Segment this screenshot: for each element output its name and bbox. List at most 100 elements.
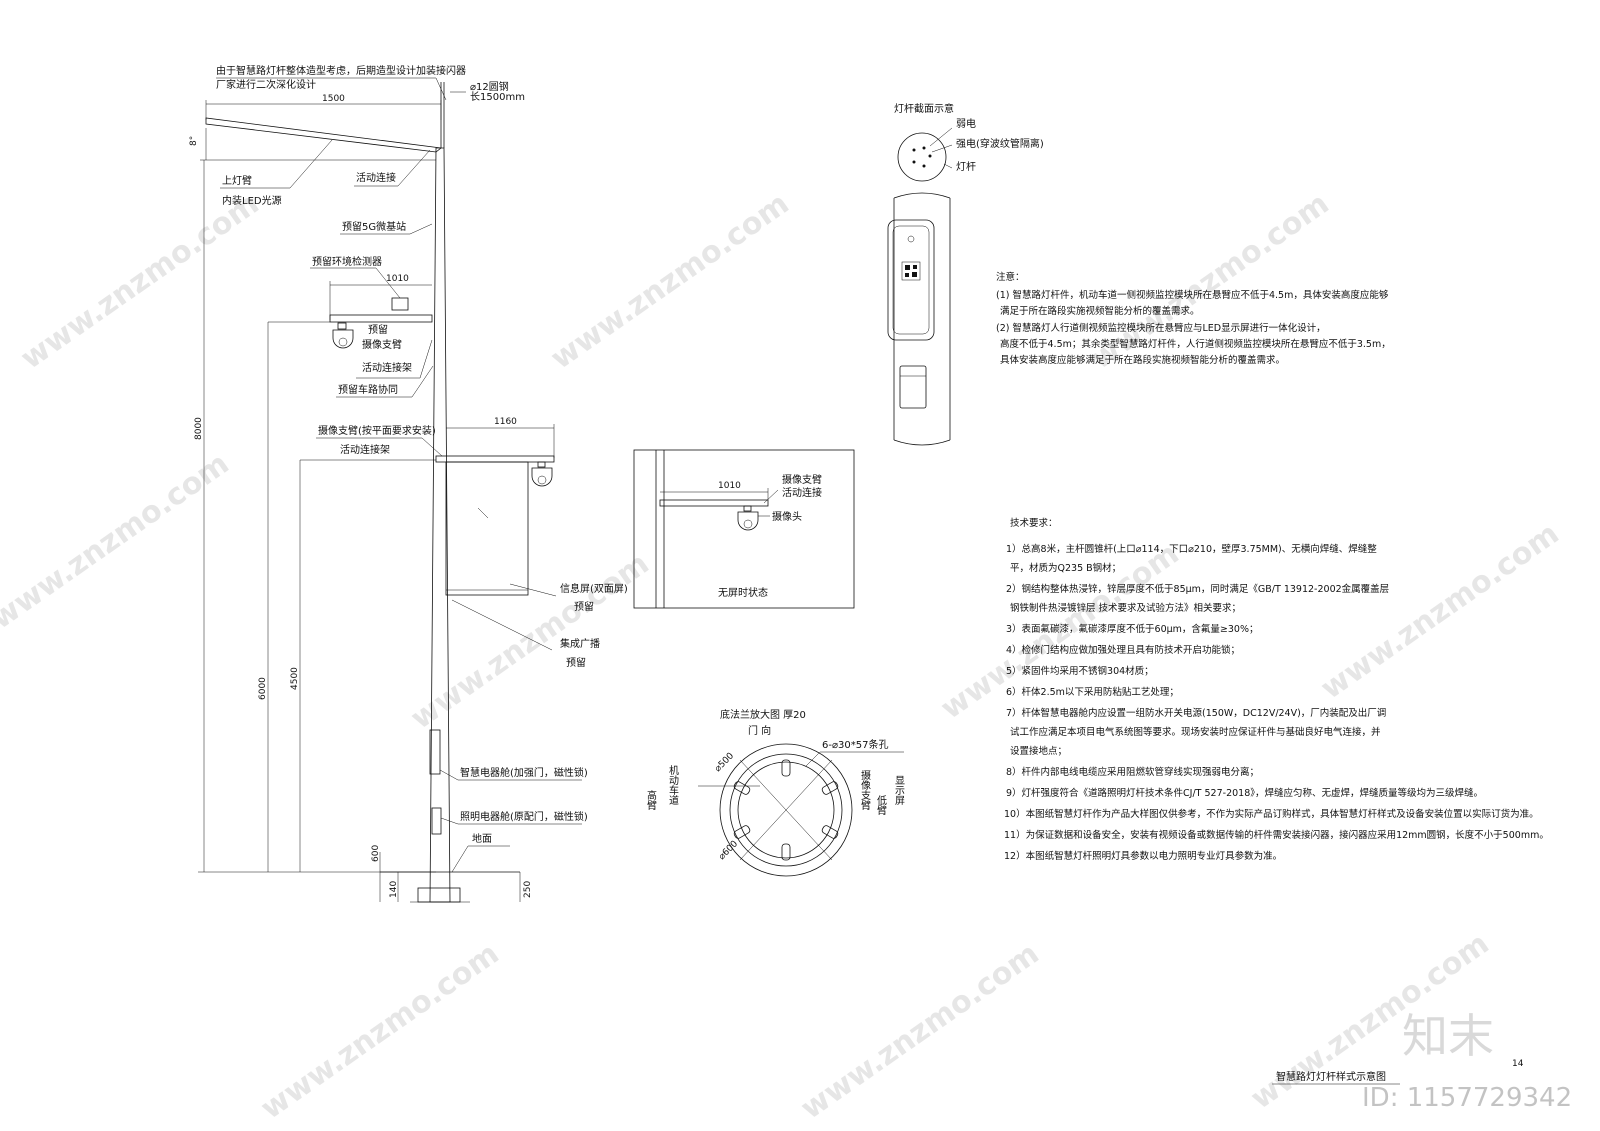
no-screen-frame xyxy=(633,449,855,609)
dim-600: 600 xyxy=(371,845,381,862)
page-number: 14 xyxy=(1512,1059,1524,1069)
flange-right-2: 低臂 xyxy=(875,794,887,816)
section-title: 灯杆截面示意 xyxy=(894,102,954,115)
dim-140: 140 xyxy=(389,881,399,898)
light-cabinet xyxy=(431,807,442,835)
no-screen-detail: 1010 摄像支臂 活动连接 摄像头 无屏时状态 xyxy=(633,449,855,609)
upper-camera-arm xyxy=(329,314,433,323)
lower-camera-arm xyxy=(435,455,555,463)
tech-line-14: 10）本图纸智慧灯杆作为产品大样图仅供参考，不作为实际产品订购样式，具体智慧灯杆… xyxy=(1004,808,1539,820)
reserved-env-label: 预留环境检测器 xyxy=(312,255,382,268)
flange-outer xyxy=(719,743,853,877)
watermark-1: www.znzmo.com xyxy=(15,186,266,376)
info-screen-label: 信息屏(双面屏) xyxy=(560,582,628,595)
cam-arm-note: 摄像支臂(按平面要求安装) xyxy=(318,424,436,437)
upper-arm-label: 上灯臂 xyxy=(222,174,252,187)
no-screen-camera xyxy=(737,511,759,531)
light-cabinet-label: 照明电器舱(原配门，磁性锁) xyxy=(460,810,588,823)
upper-camera-dome xyxy=(332,329,354,349)
tech-line-7: 5）紧固件均采用不锈钢304材质； xyxy=(1006,665,1154,677)
flange-right-1: 摄像支臂 xyxy=(859,769,871,811)
flange-bolt-circle xyxy=(729,753,843,867)
smart-cabinet-label: 智慧电器舱(加强门，磁性锁) xyxy=(460,766,588,779)
section-smart-box xyxy=(887,219,935,341)
qr-code-icon xyxy=(901,261,921,281)
tech-line-16: 12）本图纸智慧灯杆照明灯具参数以电力照明专业灯具参数为准。 xyxy=(1004,850,1282,862)
tech-line-8: 6）杆体2.5m以下采用防粘贴工艺处理； xyxy=(1006,686,1179,698)
tech-line-9: 7）杆体智慧电器舱内应设置一组防水开关电源(150W，DC12V/24V)，厂内… xyxy=(1006,707,1386,719)
movable-bracket-label: 活动连接架 xyxy=(362,361,412,374)
no-screen-dim-1010: 1010 xyxy=(718,481,741,491)
section-weak: 弱电 xyxy=(956,117,976,130)
drawing-title: 智慧路灯灯杆样式示意图 xyxy=(1276,1070,1386,1083)
tech-line-12: 8）杆件内部电线电缆应采用阻燃软管穿线实现强弱电分离； xyxy=(1006,766,1259,778)
watermark-2: www.znzmo.com xyxy=(545,186,796,376)
watermark-8: www.znzmo.com xyxy=(255,936,506,1126)
footer: 知末 14 智慧路灯灯杆样式示意图 ID: 1157729342 xyxy=(1272,1009,1572,1113)
tech-line-6: 4）检修门结构应做加强处理且具有防技术开启功能锁； xyxy=(1006,644,1240,656)
flange-dia-600: ⌀600 xyxy=(717,839,740,862)
ground-label: 地面 xyxy=(472,832,492,845)
watermark-layer: www.znzmo.com www.znzmo.com www.znzmo.co… xyxy=(0,186,1565,1126)
notes-block: 注意： (1) 智慧路灯杆件，机动车道一侧视频监控模块所在悬臂应不低于4.5m，… xyxy=(996,271,1391,366)
top-note-line1: 由于智慧路灯杆整体造型考虑，后期造型设计加装接闪器 xyxy=(216,64,466,77)
tech-line-1: 1）总高8米，主杆圆锥杆(上口⌀114，下口⌀210，壁厚3.75MM)、无横向… xyxy=(1006,543,1377,555)
watermark-5: www.znzmo.com xyxy=(405,546,656,736)
no-screen-caption: 无屏时状态 xyxy=(718,586,768,599)
reserved-cam-arm-1: 预留 xyxy=(368,323,388,336)
no-screen-camera-label: 摄像头 xyxy=(772,510,802,523)
dim-1160: 1160 xyxy=(494,417,517,427)
flange-right-3: 显示屏 xyxy=(893,775,905,806)
notes-line-1: (1) 智慧路灯杆件，机动车道一侧视频监控模块所在悬臂应不低于4.5m，具体安装… xyxy=(996,289,1389,301)
pole-base xyxy=(417,887,461,903)
flange-title: 底法兰放大图 厚20 xyxy=(720,708,806,721)
reserved-5g-label: 预留5G微基站 xyxy=(342,220,406,233)
broadcast-reserved: 预留 xyxy=(566,656,586,669)
watermark-4: www.znzmo.com xyxy=(0,446,235,636)
no-screen-arm xyxy=(659,499,769,507)
upper-light-arm xyxy=(205,117,442,153)
top-note-line2: 厂家进行二次深化设计 xyxy=(216,78,316,91)
dim-4500: 4500 xyxy=(290,667,300,690)
movable-bracket-2-label: 活动连接架 xyxy=(340,443,390,456)
notes-heading: 注意： xyxy=(996,271,1025,283)
dim-250: 250 xyxy=(523,881,533,898)
tech-line-5: 3）表面氟碳漆，氟碳漆厚度不低于60μm，含氟量≥30%； xyxy=(1006,623,1259,635)
reserved-road-coop-label: 预留车路协同 xyxy=(338,383,398,396)
no-screen-cam-arm: 摄像支臂 xyxy=(782,473,822,486)
tech-line-2: 平，材质为Q235 B钢材； xyxy=(1010,562,1121,574)
section-detail: 灯杆截面示意 弱电 强电(穿波纹管隔离) 灯杆 xyxy=(887,102,1044,446)
brand-logo: 知末 xyxy=(1402,1009,1494,1063)
lower-camera-dome xyxy=(531,467,553,487)
notes-line-4: 高度不低于4.5m；其余类型智慧路灯杆件，人行道侧视频监控模块所在悬臂应不低于3… xyxy=(1000,338,1391,350)
no-screen-movable: 活动连接 xyxy=(782,486,822,499)
flange-inner xyxy=(737,761,835,859)
movable-joint-label: 活动连接 xyxy=(356,171,396,184)
section-circle xyxy=(897,132,947,182)
tech-line-3: 2）钢结构整体热浸锌，锌层厚度不低于85μm，同时满足《GB/T 13912-2… xyxy=(1006,583,1389,595)
dim-8000: 8000 xyxy=(194,417,204,440)
notes-line-5: 具体安装高度应能够满足于所在路段实施视频智能分析的覆盖需求。 xyxy=(1000,354,1285,366)
main-pole xyxy=(429,147,451,903)
tech-line-15: 11）为保证数据和设备安全，安装有视频设备或数据传输的杆件需安装接闪器，接闪器应… xyxy=(1004,829,1549,841)
tech-line-11: 设置接地点； xyxy=(1010,745,1067,757)
id-label: ID: 1157729342 xyxy=(1362,1083,1572,1113)
info-screen-reserved: 预留 xyxy=(574,600,594,613)
watermark-9: www.znzmo.com xyxy=(795,936,1046,1126)
tech-heading: 技术要求： xyxy=(1010,517,1058,529)
lightning-rod-label: ⌀12圆钢 xyxy=(470,80,509,93)
section-light-box xyxy=(899,365,927,409)
tech-requirements-block: 技术要求： 1）总高8米，主杆圆锥杆(上口⌀114，下口⌀210，壁厚3.75M… xyxy=(1004,517,1549,862)
flange-left-2: 机动车道 xyxy=(667,764,679,805)
lightning-rod-length: 长1500mm xyxy=(470,91,525,103)
dim-8deg: 8° xyxy=(189,136,199,146)
smart-cabinet xyxy=(429,729,441,775)
pole-elevation: 由于智慧路灯杆整体造型考虑，后期造型设计加装接闪器 厂家进行二次深化设计 ⌀12… xyxy=(189,64,628,903)
led-source-label: 内装LED光源 xyxy=(222,194,282,207)
env-detector xyxy=(391,297,409,311)
flange-left-1: 高臂 xyxy=(645,789,657,811)
tech-line-10: 试工作应满足本项目电气系统图等要求。现场安装时应保证杆件与基础良好电气连接，并 xyxy=(1010,726,1381,738)
tech-line-13: 9）灯杆强度符合《道路照明灯杆技术条件CJ/T 527-2018》，焊缝应匀称、… xyxy=(1006,787,1483,799)
section-strong: 强电(穿波纹管隔离) xyxy=(956,137,1044,150)
